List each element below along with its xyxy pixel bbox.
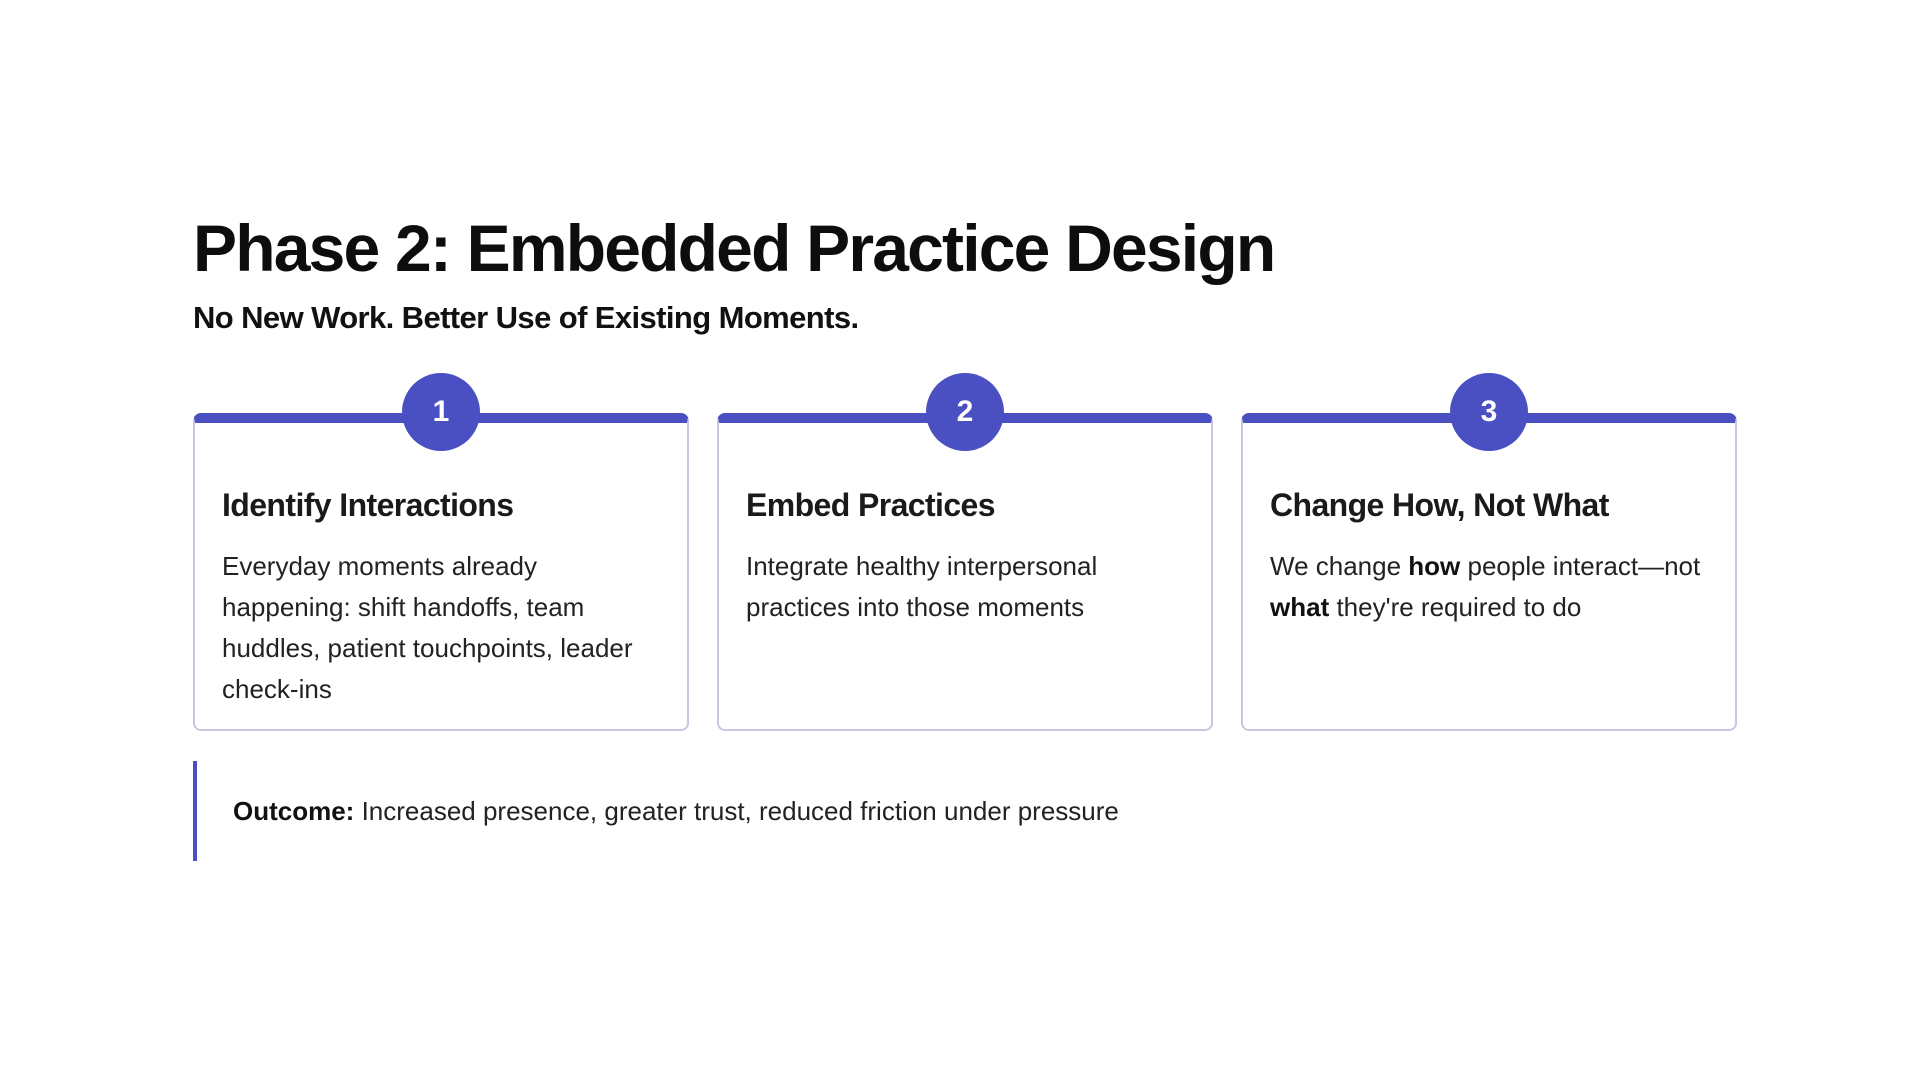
outcome-text: Outcome: Increased presence, greater tru… (233, 794, 1119, 828)
outcome-callout: Outcome: Increased presence, greater tru… (193, 761, 1293, 861)
step-number-badge: 1 (402, 373, 480, 451)
step-card-title: Change How, Not What (1270, 487, 1609, 523)
step-card-change-how-not-what: 3 Change How, Not What We change how peo… (1241, 373, 1737, 731)
emphasis-what: what (1270, 592, 1330, 622)
step-card-title: Identify Interactions (222, 487, 514, 523)
text-segment: they're required to do (1329, 592, 1582, 622)
step-card-embed-practices: 2 Embed Practices Integrate healthy inte… (717, 373, 1213, 731)
slide-title: Phase 2: Embedded Practice Design (193, 211, 1276, 285)
step-cards: 1 Identify Interactions Everyday moments… (193, 373, 1737, 731)
outcome-label: Outcome: (233, 796, 355, 826)
slide-subtitle: No New Work. Better Use of Existing Mome… (193, 300, 859, 335)
outcome-description: Increased presence, greater trust, reduc… (354, 796, 1119, 826)
step-card-description: Everyday moments already happening: shif… (222, 551, 633, 704)
step-card-description: We change how people interact—not what t… (1270, 546, 1710, 628)
step-card-description: Integrate healthy interpersonal practice… (746, 551, 1098, 622)
text-segment: We change (1270, 551, 1409, 581)
step-number-badge: 3 (1450, 373, 1528, 451)
text-segment: people interact—not (1460, 551, 1701, 581)
step-number-badge: 2 (926, 373, 1004, 451)
emphasis-how: how (1408, 551, 1461, 581)
step-card-title: Embed Practices (746, 487, 996, 523)
step-card-identify-interactions: 1 Identify Interactions Everyday moments… (193, 373, 689, 731)
